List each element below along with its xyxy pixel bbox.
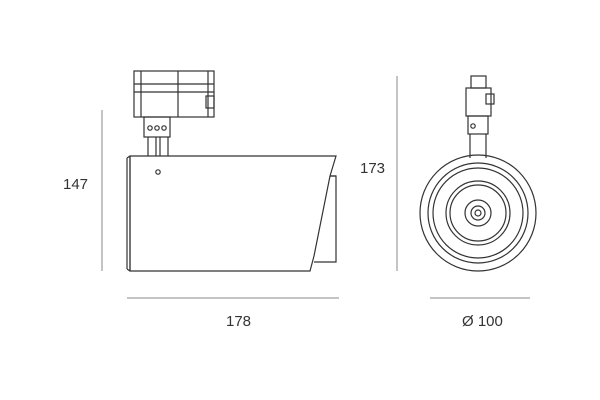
dimension-lines: [101, 76, 530, 299]
stem: [147, 137, 169, 156]
dimension-147-label: 147: [63, 176, 88, 193]
lamp-body: [126, 155, 337, 272]
dimension-178-label: 178: [226, 313, 251, 330]
lens-rings: [419, 154, 537, 272]
front-view: [419, 75, 537, 272]
side-view: [126, 70, 337, 272]
front-adapter: [465, 75, 495, 135]
dimension-diameter-label: Ø 100: [462, 313, 503, 330]
connector-block: [143, 116, 171, 138]
track-adapter: [133, 70, 215, 118]
front-stem: [469, 134, 487, 158]
dimension-173-label: 173: [360, 160, 385, 177]
